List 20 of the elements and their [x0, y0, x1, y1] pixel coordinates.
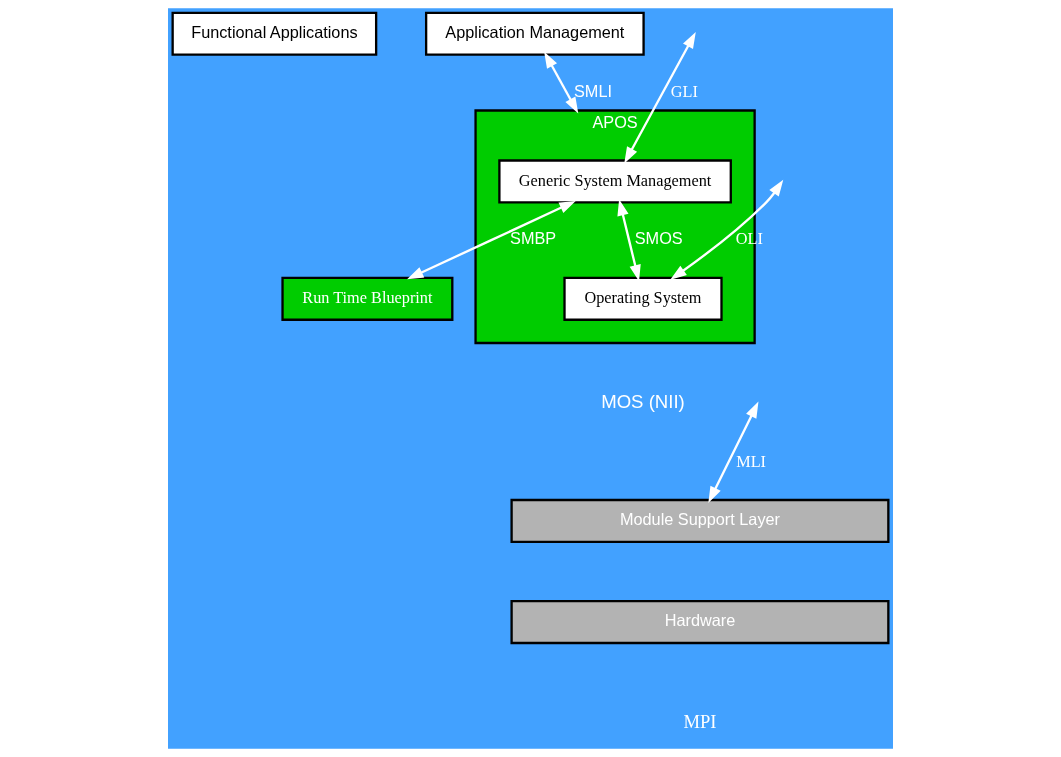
node-box: Module Support Layer: [510, 498, 890, 544]
arrow: [544, 51, 579, 114]
node-box: Operating System: [563, 276, 723, 321]
arrow: [617, 199, 641, 282]
arrow: [407, 200, 576, 280]
arrow: [624, 31, 696, 164]
node-box: Hardware: [510, 600, 890, 645]
edge-label: SMOS: [634, 229, 683, 248]
node-box: Run Time Blueprint: [281, 276, 454, 321]
node-box: Application Management: [424, 11, 645, 56]
arrow: [708, 401, 759, 503]
edge-label: SMBP: [510, 229, 557, 248]
edge-label: MLI: [736, 452, 767, 471]
arrow: [670, 179, 784, 280]
edge-label: SMLI: [574, 81, 612, 100]
label: MPI: [683, 710, 717, 732]
node-box: Functional Applications: [171, 11, 378, 56]
edge-label: GLI: [670, 82, 698, 101]
label: MOS (NII): [601, 390, 685, 412]
node-box: Generic System Management: [498, 159, 732, 204]
